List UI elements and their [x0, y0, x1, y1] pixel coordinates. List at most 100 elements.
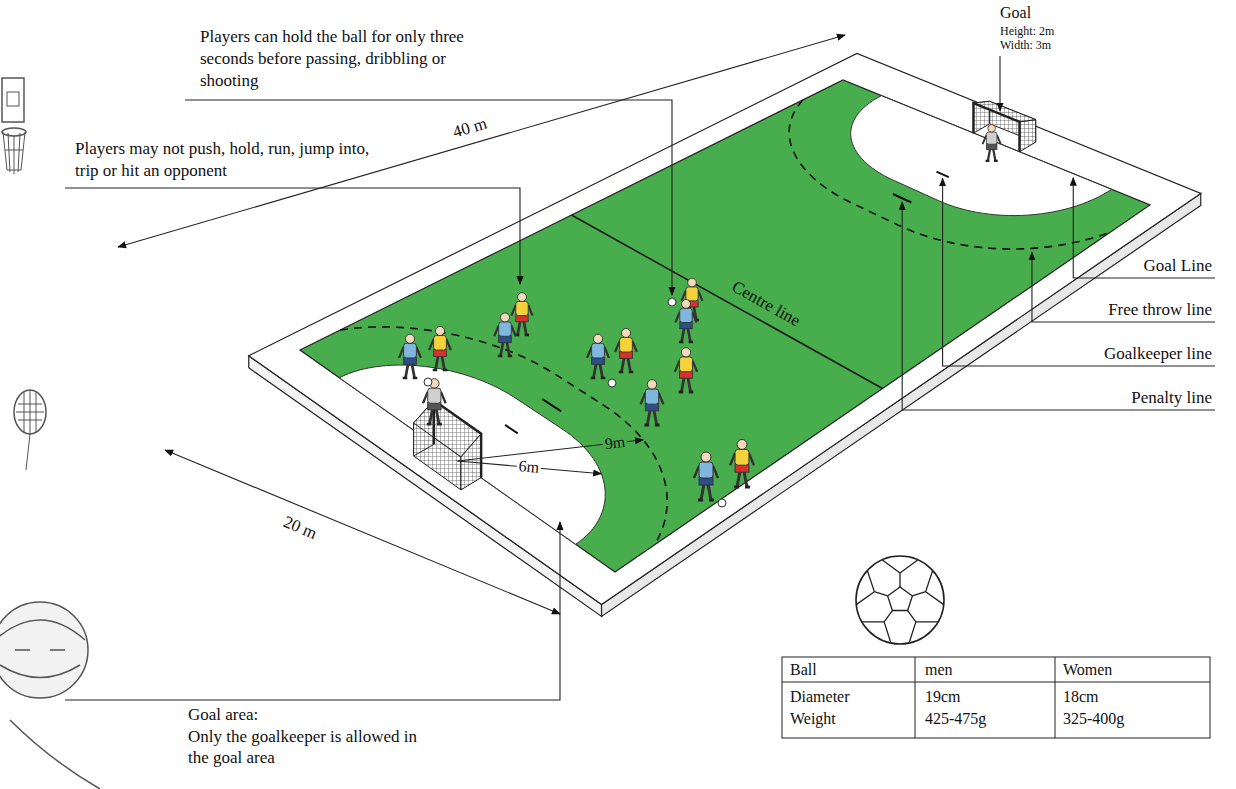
- player-shoes: [698, 499, 714, 502]
- player-shirt: [404, 343, 417, 358]
- label-holder: Goalkeeper line: [1104, 344, 1212, 364]
- goal-net: [973, 101, 1035, 122]
- callout-leader: [65, 522, 560, 700]
- player-shirt: [680, 308, 692, 322]
- player-figure: [511, 293, 532, 335]
- player-figure: [399, 334, 421, 378]
- player-legs: [430, 409, 439, 424]
- player-legs: [501, 342, 510, 356]
- racket-strings: [16, 390, 44, 470]
- ball-on-court: [718, 499, 726, 507]
- table-cell: Ball: [790, 659, 817, 681]
- player-shirt: [645, 389, 658, 404]
- table-cell: 19cm: [925, 686, 961, 708]
- goal-area: [851, 96, 1112, 216]
- player-shirt: [592, 343, 605, 358]
- callout-leader: [902, 202, 1215, 410]
- player-head: [405, 334, 414, 343]
- player-figure: [694, 452, 718, 500]
- player-legs: [647, 410, 656, 425]
- callout-leader: [65, 188, 520, 284]
- player-legs: [518, 321, 527, 335]
- mascot-head-sketch: [0, 602, 88, 698]
- player-shoes: [619, 371, 634, 374]
- callout-note: Only the goalkeeper is allowed in the go…: [188, 726, 428, 768]
- player-shirt: [516, 301, 528, 315]
- player-figure: [429, 326, 451, 370]
- callout-leader: [185, 100, 672, 295]
- dimension-label: 40 m: [451, 114, 490, 143]
- player-head: [621, 328, 630, 337]
- goal-area: [339, 365, 605, 544]
- player-shirt: [699, 462, 713, 478]
- ball-on-court: [424, 378, 432, 386]
- ball-on-court: [668, 298, 676, 306]
- player-head: [682, 299, 691, 308]
- player-legs: [681, 377, 690, 392]
- label-holder: Penalty line: [1131, 388, 1212, 408]
- callout-leader: [1032, 252, 1215, 322]
- leader-lines: [65, 35, 1215, 700]
- goalkeeper-line-mark: [936, 172, 948, 177]
- player-head: [688, 278, 697, 287]
- backboard-square: [7, 92, 19, 106]
- goal-dimension: Width: 3m: [1000, 38, 1051, 52]
- line-name: Goalkeeper line: [1104, 344, 1212, 364]
- dimension-label: 20 m: [280, 512, 320, 544]
- court-platform: [249, 53, 1201, 616]
- player-figure: [675, 348, 697, 392]
- penalty-line-mark: [893, 194, 912, 203]
- label-holder: 18cm: [1063, 686, 1099, 708]
- table-cell: 425-475g: [925, 708, 986, 730]
- label-holder: 6m: [516, 457, 542, 477]
- player-shirt: [986, 132, 997, 144]
- player-shoes: [591, 377, 606, 380]
- label-holder: Goal Line: [1144, 256, 1212, 276]
- player-shoes: [679, 341, 693, 344]
- player-shirt: [686, 287, 698, 301]
- line-name: Free throw line: [1108, 300, 1212, 320]
- player-shirt: [620, 337, 633, 352]
- player-head: [501, 313, 510, 322]
- dimension-arrow: [165, 450, 560, 614]
- margin-sketches: [0, 78, 100, 789]
- goal-dimension: Height: 2m: [1000, 24, 1054, 38]
- player-legs: [701, 484, 711, 500]
- label-holder: Players may not push, hold, run, jump in…: [75, 138, 370, 182]
- player-shoes: [433, 369, 448, 372]
- table-rules: [782, 657, 1210, 738]
- label-holder: Centre line: [729, 277, 804, 331]
- platform-top: [249, 53, 1201, 604]
- player-head: [701, 452, 711, 462]
- centre-line: [572, 215, 883, 389]
- table-cell: Weight: [790, 708, 836, 730]
- player-shoes: [427, 423, 442, 426]
- label-holder: Height: 2m: [1000, 24, 1054, 38]
- label-holder: 20 m: [280, 512, 320, 544]
- label-holder: Diameter: [790, 686, 850, 708]
- player-figure: [983, 125, 1001, 161]
- player-legs: [435, 355, 444, 370]
- player-shoes: [679, 391, 694, 394]
- dimension-label: 6m: [516, 457, 542, 477]
- label-holder: Players can hold the ball for only three…: [200, 26, 475, 92]
- player-legs: [405, 363, 414, 378]
- callout-note: Players may not push, hold, run, jump in…: [75, 138, 370, 182]
- goal-frame: [973, 103, 1019, 152]
- label-holder: 425-475g: [925, 708, 986, 730]
- player-head: [737, 439, 747, 449]
- player-head: [647, 380, 656, 389]
- label-holder: Ball: [790, 659, 817, 681]
- ball-outline: [856, 556, 944, 644]
- player-figure: [641, 380, 664, 425]
- goalkeeper-line-mark: [505, 425, 518, 433]
- player-figure: [730, 439, 754, 487]
- player-legs: [988, 149, 996, 161]
- player-shirt: [499, 322, 512, 336]
- label-holder: Weight: [790, 708, 836, 730]
- court-markings: [339, 96, 1111, 545]
- player-figure: [587, 334, 609, 378]
- player-shirt: [680, 357, 693, 372]
- callout-heading: Goal area:: [188, 704, 258, 726]
